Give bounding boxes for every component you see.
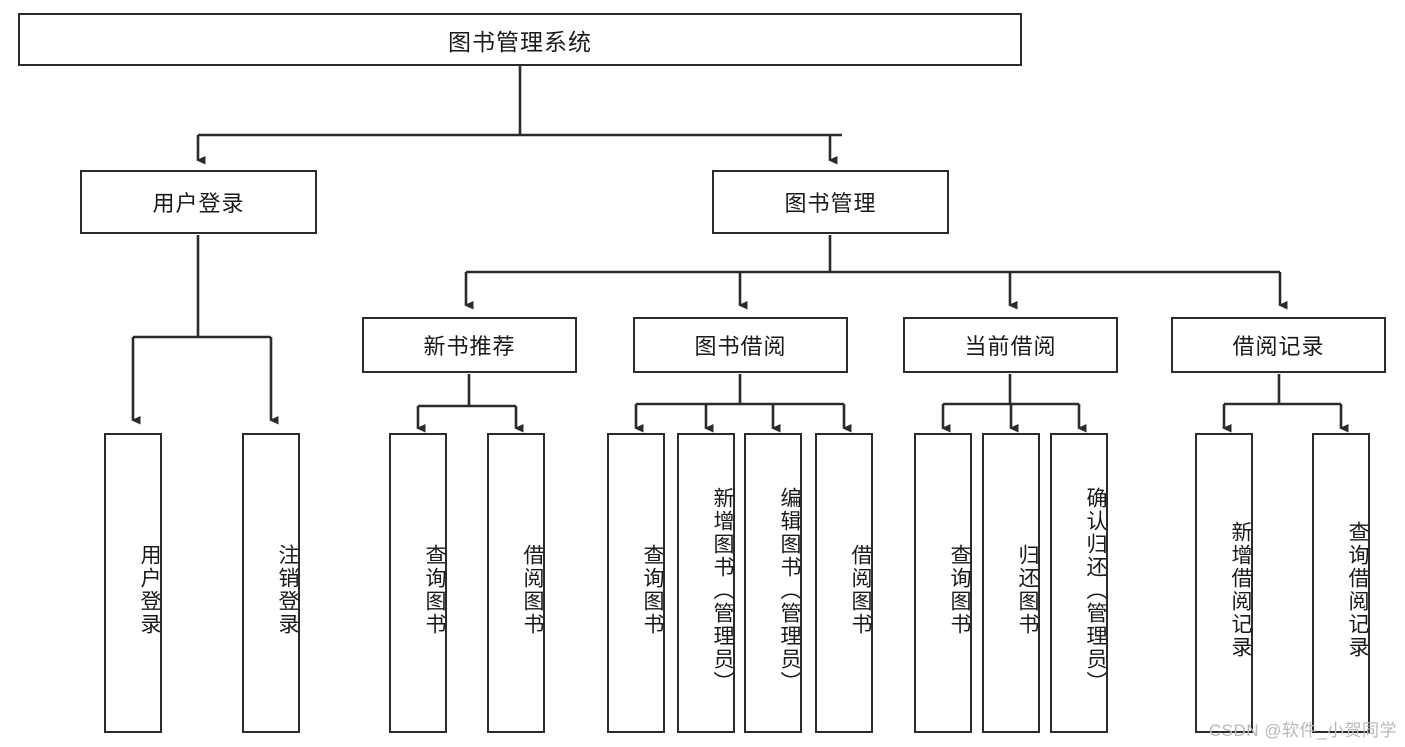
leaf-current-confirm-return-admin[interactable]: 确认归还（管理员） [1050,433,1108,733]
leaf-user-login-login[interactable]: 用户登录 [104,433,162,733]
node-book-management[interactable]: 图书管理 [712,170,949,234]
leaf-current-return-book[interactable]: 归还图书 [982,433,1040,733]
leaf-borrow-edit-book-admin[interactable]: 编辑图书（管理员） [744,433,802,733]
node-root-system[interactable]: 图书管理系统 [18,13,1022,66]
node-new-book-recommend[interactable]: 新书推荐 [362,317,577,373]
leaf-records-add-record[interactable]: 新增借阅记录 [1195,433,1253,733]
leaf-current-query-book[interactable]: 查询图书 [914,433,972,733]
leaf-new-book-query[interactable]: 查询图书 [389,433,447,733]
watermark-text: CSDN @软件_小贺同学 [1208,721,1397,740]
node-borrow-records[interactable]: 借阅记录 [1171,317,1386,373]
leaf-borrow-borrow-book[interactable]: 借阅图书 [815,433,873,733]
leaf-user-login-logout[interactable]: 注销登录 [242,433,300,733]
leaf-records-query-record[interactable]: 查询借阅记录 [1312,433,1370,733]
node-book-borrow[interactable]: 图书借阅 [633,317,848,373]
leaf-new-book-borrow[interactable]: 借阅图书 [487,433,545,733]
node-user-login[interactable]: 用户登录 [80,170,317,234]
leaf-borrow-add-book-admin[interactable]: 新增图书（管理员） [677,433,735,733]
leaf-borrow-query-book[interactable]: 查询图书 [607,433,665,733]
node-current-borrow[interactable]: 当前借阅 [903,317,1118,373]
